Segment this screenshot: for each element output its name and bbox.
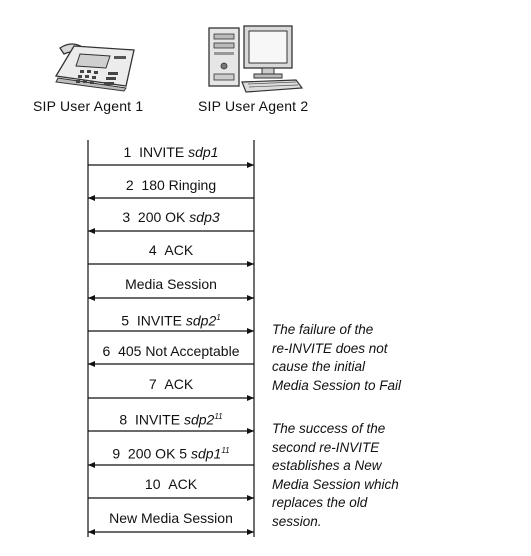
message-text: 3 200 OK xyxy=(122,209,190,225)
message-label: 5 INVITE sdp21 xyxy=(88,310,254,329)
message-label: New Media Session xyxy=(88,510,254,526)
success-note: The success of the second re-INVITE esta… xyxy=(272,420,447,531)
message-label: 4 ACK xyxy=(88,242,254,258)
message-label: 3 200 OK sdp3 xyxy=(88,209,254,225)
message-text: New Media Session xyxy=(109,510,233,526)
sdp-label: sdp1 xyxy=(190,445,222,462)
message-text: 8 INVITE xyxy=(119,411,184,428)
sdp-label: sdp2 xyxy=(183,411,215,428)
failure-note: The failure of the re-INVITE does not ca… xyxy=(272,321,447,395)
message-text: 7 ACK xyxy=(148,376,194,392)
failure-note-line: cause the initial xyxy=(272,359,366,374)
message-label: Media Session xyxy=(88,276,254,292)
message-label: 8 INVITE sdp211 xyxy=(88,409,254,428)
message-text: 5 INVITE xyxy=(121,312,186,329)
sdp-label: sdp1 xyxy=(188,144,219,160)
agent-1-label: SIP User Agent 1 xyxy=(33,98,144,114)
message-label: 7 ACK xyxy=(88,376,254,392)
success-note-line: establishes a New xyxy=(272,458,382,473)
sdp-superscript: 1 xyxy=(216,313,221,322)
failure-note-line: re-INVITE does not xyxy=(272,340,388,356)
message-text: 10 ACK xyxy=(144,476,198,492)
sdp-label: sdp3 xyxy=(189,209,220,225)
success-note-line: session. xyxy=(272,513,322,529)
message-text: 1 INVITE xyxy=(123,144,189,160)
message-label: 9 200 OK 5 sdp111 xyxy=(88,443,254,462)
success-note-line: replaces the old xyxy=(272,495,368,510)
message-label: 2 180 Ringing xyxy=(88,177,254,193)
ip-phone-icon xyxy=(54,43,135,92)
message-text: 2 180 Ringing xyxy=(125,177,217,193)
sdp-superscript: 11 xyxy=(214,412,223,421)
message-label: 1 INVITE sdp1 xyxy=(88,144,254,160)
failure-note-line: The failure of the xyxy=(272,322,374,337)
sdp-label: sdp2 xyxy=(185,312,217,329)
desktop-computer-icon xyxy=(208,25,304,93)
message-text: 4 ACK xyxy=(148,242,194,258)
message-text: Media Session xyxy=(125,276,217,292)
message-label: 10 ACK xyxy=(88,476,254,492)
success-note-line: Media Session which xyxy=(272,476,399,492)
message-text: 6 405 Not Acceptable xyxy=(102,343,240,359)
message-label: 6 405 Not Acceptable xyxy=(88,343,254,359)
success-note-line: The success of the xyxy=(272,421,386,436)
message-text: 9 200 OK 5 xyxy=(112,445,191,462)
success-note-line: second re-INVITE xyxy=(272,439,380,455)
sdp-superscript: 11 xyxy=(221,446,230,455)
agent-2-label: SIP User Agent 2 xyxy=(198,98,309,114)
failure-note-line: Media Session to Fail xyxy=(272,377,402,393)
